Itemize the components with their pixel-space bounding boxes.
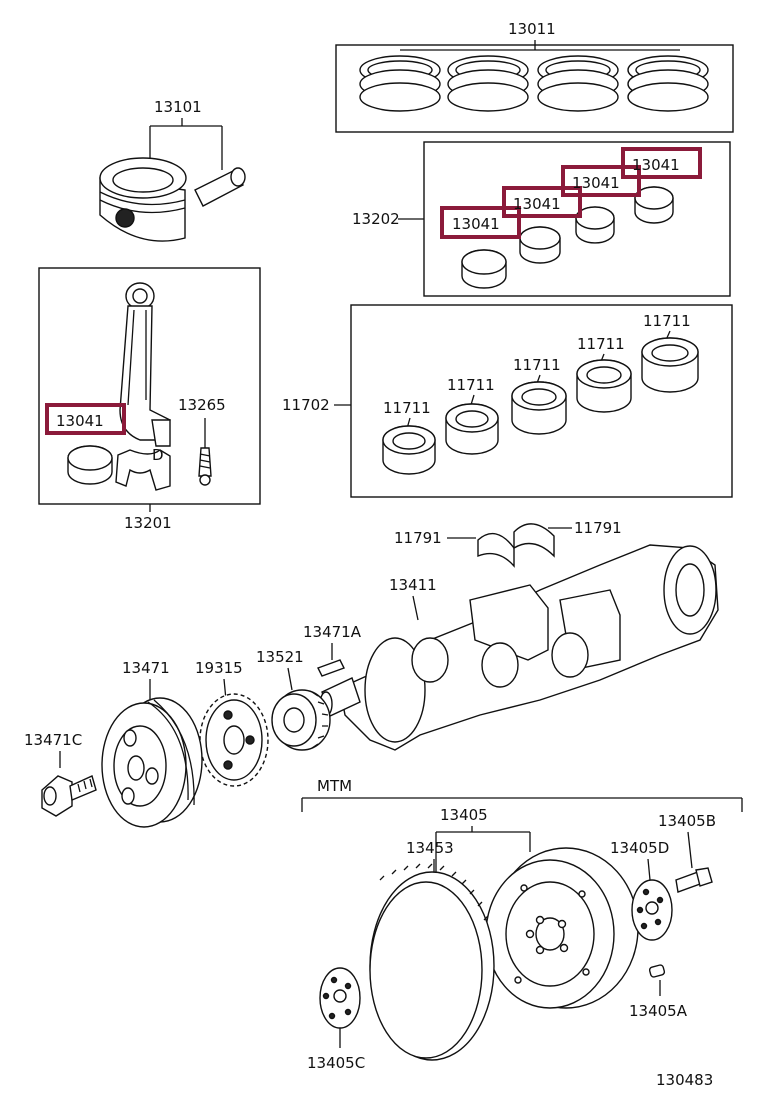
label-11711-a[interactable]: 11711	[383, 399, 431, 417]
label-13041-d[interactable]: 13041	[632, 156, 680, 174]
piston-ring-3[interactable]	[537, 55, 619, 112]
highlight-13041-c	[561, 165, 641, 197]
piston-rings-group: 13011	[335, 20, 734, 133]
connecting-rod[interactable]	[119, 282, 171, 447]
label-13405[interactable]: 13405	[440, 806, 488, 824]
flywheel-plate-right-group: 13405D	[610, 839, 673, 941]
label-13405D[interactable]: 13405D	[610, 839, 669, 857]
conrod-bolt[interactable]	[198, 418, 212, 486]
main-bearing-group: 11702 11711 11711 11711 11711 11711	[282, 304, 733, 498]
label-13411[interactable]: 13411	[389, 576, 437, 594]
label-13011[interactable]: 13011	[508, 20, 556, 38]
highlight-13041-b	[502, 186, 582, 218]
timing-pulley[interactable]	[199, 693, 269, 787]
pulley-bolt[interactable]	[41, 775, 97, 817]
crankshaft-group: 13411	[319, 544, 719, 751]
label-13041-c[interactable]: 13041	[572, 174, 620, 192]
key-group: 13471A	[303, 623, 362, 677]
main-bearing-box	[350, 304, 733, 498]
conrod-bearing-shell-3[interactable]	[575, 206, 615, 244]
flywheel-plate-right[interactable]	[631, 879, 673, 941]
flywheel-plate-left[interactable]	[319, 967, 361, 1029]
label-19315[interactable]: 19315	[195, 659, 243, 677]
piston-pin[interactable]	[194, 167, 246, 207]
label-13201[interactable]: 13201	[124, 514, 172, 532]
main-bearing-shell-5[interactable]	[641, 337, 699, 393]
crank-pulley-group: 13471	[101, 659, 203, 828]
flywheel-pin-group: 13405A	[629, 964, 688, 1020]
flywheel-bolt-group: 13405B	[658, 812, 716, 893]
highlight-13041-d	[621, 147, 702, 179]
timing-pulley-group: 19315	[195, 659, 269, 787]
thrust-washer-left[interactable]	[477, 532, 515, 568]
label-11711-e[interactable]: 11711	[643, 312, 691, 330]
ring-gear-group: 13453	[369, 839, 495, 1061]
conrod-bearing-shell-2[interactable]	[519, 226, 561, 264]
label-13041-b[interactable]: 13041	[513, 195, 561, 213]
label-13405A[interactable]: 13405A	[629, 1002, 688, 1020]
label-11711-d[interactable]: 11711	[577, 335, 625, 353]
flywheel-plate-left-group: 13405C	[307, 967, 365, 1072]
main-bearing-shell-3[interactable]	[511, 381, 567, 435]
conrod-bearing-shell-4[interactable]	[634, 186, 674, 224]
piston[interactable]	[99, 157, 187, 242]
label-13405C[interactable]: 13405C	[307, 1054, 365, 1072]
svg-text:D: D	[152, 446, 164, 464]
conrod-bearing-shell-single[interactable]	[67, 445, 113, 485]
label-13471C[interactable]: 13471C	[24, 731, 82, 749]
piston-ring-2[interactable]	[447, 55, 529, 112]
label-11711-b[interactable]: 11711	[447, 376, 495, 394]
crank-gear-group: 13521	[256, 648, 331, 751]
thrust-washer-group: 11791 11791	[394, 519, 622, 568]
flywheel-group: 13405	[435, 806, 639, 1009]
ring-gear[interactable]	[369, 863, 495, 1061]
label-13405B[interactable]: 13405B	[658, 812, 716, 830]
highlight-13041-a	[440, 206, 521, 239]
piston-rings-box	[335, 44, 734, 133]
label-13265[interactable]: 13265	[178, 396, 226, 414]
conrod-bearing-shell-1[interactable]	[461, 249, 507, 289]
pulley-bolt-group: 13471C	[24, 731, 97, 817]
flywheel-pin[interactable]	[648, 964, 666, 978]
flywheel-bolt[interactable]	[675, 867, 713, 893]
label-13471A[interactable]: 13471A	[303, 623, 362, 641]
main-bearing-shell-2[interactable]	[445, 403, 499, 455]
crank-pulley[interactable]	[101, 697, 203, 828]
label-13202[interactable]: 13202	[352, 210, 400, 228]
piston-group: 13101	[99, 98, 246, 242]
main-bearing-shell-4[interactable]	[576, 359, 632, 413]
label-13471[interactable]: 13471	[122, 659, 170, 677]
crank-gear[interactable]	[271, 689, 331, 751]
label-11791-right[interactable]: 11791	[574, 519, 622, 537]
label-13521[interactable]: 13521	[256, 648, 304, 666]
label-11702[interactable]: 11702	[282, 396, 330, 414]
highlight-13041-e	[45, 403, 126, 435]
label-13101[interactable]: 13101	[154, 98, 202, 116]
conrod-group: D 13265 13041 13201	[38, 267, 261, 532]
diagram-number: 130483	[656, 1071, 713, 1089]
label-11711-c[interactable]: 11711	[513, 356, 561, 374]
label-13041-e[interactable]: 13041	[56, 412, 104, 430]
flywheel[interactable]	[485, 847, 639, 1009]
piston-ring-1[interactable]	[359, 55, 441, 112]
piston-ring-4[interactable]	[627, 55, 709, 112]
conrod-cap[interactable]: D	[115, 446, 171, 491]
woodruff-key[interactable]	[317, 659, 345, 677]
conrod-bearing-set-group: 13202 13041 13041 13041 13041	[352, 141, 731, 297]
label-13041-a[interactable]: 13041	[452, 215, 500, 233]
label-MTM[interactable]: MTM	[317, 777, 352, 795]
thrust-washer-right[interactable]	[513, 523, 555, 558]
label-13453[interactable]: 13453	[406, 839, 454, 857]
crankshaft[interactable]	[319, 544, 719, 751]
main-bearing-shell-1[interactable]	[382, 425, 436, 475]
label-11791-left[interactable]: 11791	[394, 529, 442, 547]
mtm-group: MTM	[301, 777, 743, 812]
